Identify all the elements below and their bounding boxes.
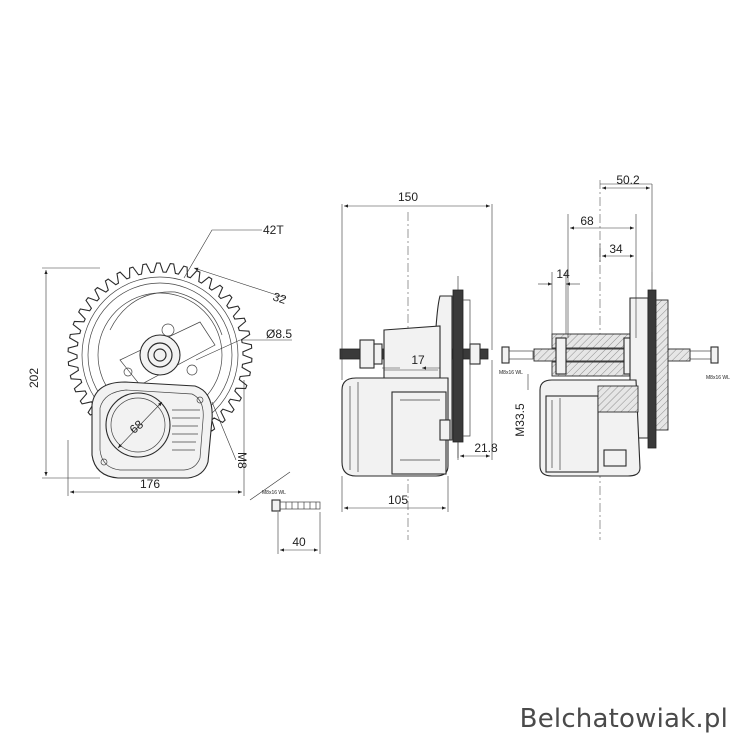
dim-overall-150: 150 — [398, 190, 418, 204]
bolt-label-left: M8x16 WL — [499, 370, 523, 376]
section-bolt-right — [710, 346, 719, 364]
dim-teeth-42t: 42T — [263, 223, 284, 237]
dim-hole-8-5: Ø8.5 — [266, 327, 292, 341]
dim-section-68: 68 — [580, 214, 594, 228]
dim-width-176: 176 — [140, 477, 160, 491]
crank-axle-hub — [139, 334, 181, 376]
dim-section-34: 34 — [609, 242, 623, 256]
dim-section-14: 14 — [556, 267, 570, 281]
bolt-label-front: M8x16 WL — [262, 490, 286, 496]
side-view: 150 17 21.8 105 — [339, 190, 498, 540]
chainring-side — [452, 289, 464, 443]
dim-offset-32: 32 — [271, 290, 288, 308]
dim-shift-17: 17 — [411, 353, 425, 367]
dim-thread-m33-5: M33.5 — [513, 403, 527, 437]
dim-height-202: 202 — [27, 368, 41, 388]
bolt-head — [271, 499, 281, 512]
dim-bolt-m8: M8 — [235, 452, 249, 469]
bolt-label-right: M8x16 WL — [706, 375, 730, 381]
dim-section-50-2: 50.2 — [616, 173, 640, 187]
dim-chainline-21-8: 21.8 — [474, 441, 498, 455]
dim-bolt-length-40: 40 — [292, 535, 306, 549]
dim-depth-105: 105 — [388, 493, 408, 507]
front-view: 202 176 42T 32 Ø8.5 68 M8 M8x16 WL — [27, 223, 321, 554]
section-bolt-left — [501, 346, 510, 364]
bolt-shank — [279, 501, 321, 510]
watermark-text: Belchatowiak.pl — [519, 704, 728, 734]
section-view: M8x16 WL M8x16 WL 50.2 68 — [499, 173, 730, 540]
